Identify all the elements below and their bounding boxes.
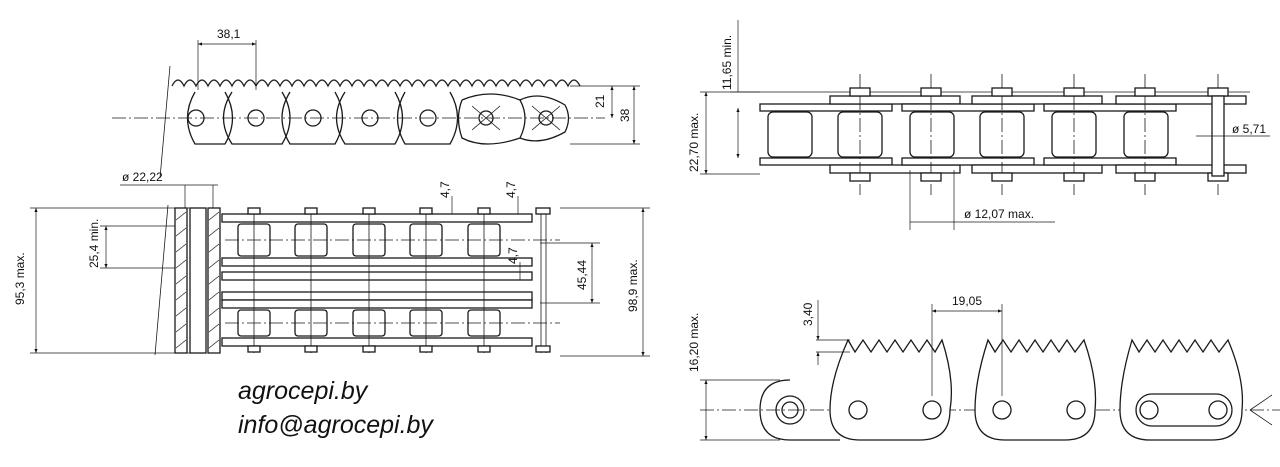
dim-95-3-max: 95,3 max. <box>13 252 27 305</box>
dim-diameter-22-22: ø 22,22 <box>122 170 163 184</box>
bottom-right-toothed-chain-side-view: 16,20 max. 3,40 19,05 <box>687 294 1280 441</box>
dim-4-7-a: 4,7 <box>438 181 452 198</box>
top-right-roller-chain-top-view: 11,65 min. 22,70 max. <box>687 20 1270 230</box>
mid-left-triple-chain-top-view: 95,3 max. 25,4 min. ø 22,22 <box>13 170 650 357</box>
dim-pin-5-71: ø 5,71 <box>1232 122 1266 136</box>
dim-38: 38 <box>618 108 632 122</box>
dim-25-4-min: 25,4 min. <box>87 219 101 268</box>
top-left-chain-side-view: 38,1 21 38 <box>112 27 640 179</box>
dim-21: 21 <box>593 94 607 108</box>
dim-pitch-38-1: 38,1 <box>217 27 241 41</box>
dim-pitch-19-05: 19,05 <box>952 294 982 308</box>
dim-4-7-b: 4,7 <box>504 181 518 198</box>
dim-11-65-min: 11,65 min. <box>720 35 734 90</box>
website-link[interactable]: agrocepi.by <box>238 377 368 405</box>
email-link[interactable]: info@agrocepi.by <box>238 411 433 439</box>
dim-45-44: 45,44 <box>575 260 589 290</box>
dim-22-70-max: 22,70 max. <box>687 113 701 172</box>
dim-4-7-c: 4,7 <box>506 247 520 264</box>
dim-3-40: 3,40 <box>801 302 815 326</box>
dim-roller-12-07-max: ø 12,07 max. <box>964 207 1034 221</box>
dim-98-9-max: 98,9 max. <box>626 259 640 312</box>
dim-16-20-max: 16,20 max. <box>687 313 701 372</box>
